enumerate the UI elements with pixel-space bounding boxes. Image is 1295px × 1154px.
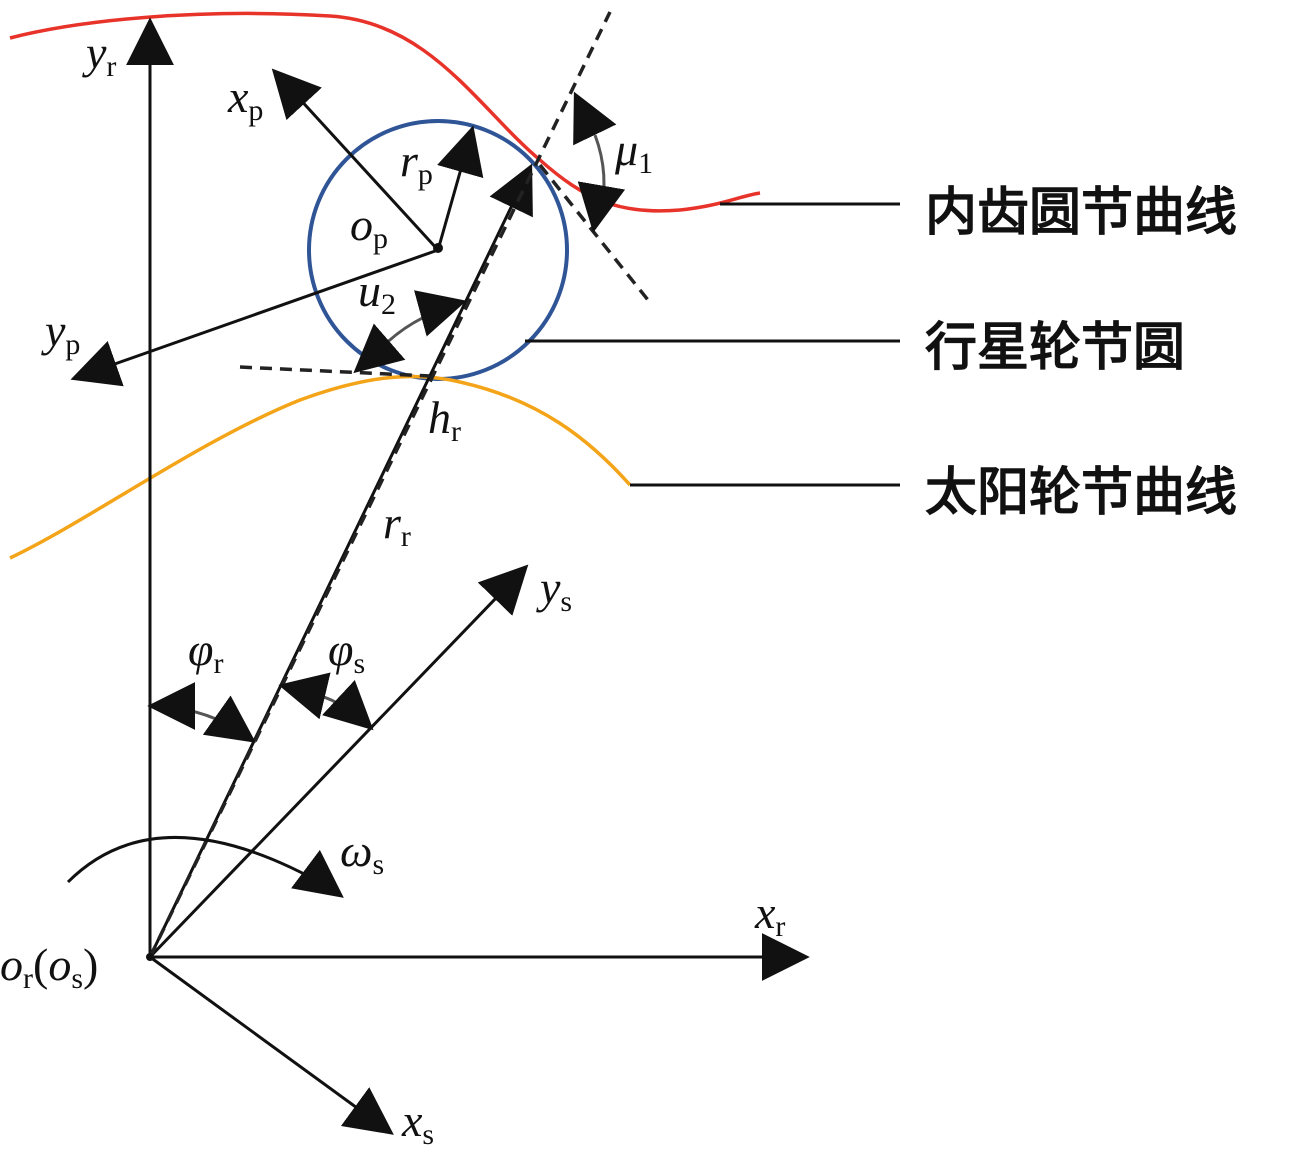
label-mu1: μ1: [614, 124, 653, 180]
ys-axis: [148, 564, 529, 959]
label-origin: or(os): [0, 939, 98, 995]
legend-planet-circle: 行星轮节圆: [925, 318, 1185, 378]
sun-tangent-line: [239, 365, 431, 378]
rp-vector: [436, 125, 484, 251]
ring-tangent-line: [538, 163, 650, 302]
xs-axis: [149, 955, 394, 1135]
origin-point: [146, 953, 154, 961]
label-xp: xp: [227, 71, 263, 127]
legend-sun-curve: 太阳轮节曲线: [925, 463, 1237, 523]
label-ys: ys: [536, 562, 572, 618]
yp-axis: [70, 248, 439, 387]
label-hr: hr: [428, 392, 461, 448]
phi-r-arrow-right: [202, 695, 256, 743]
label-yr: yr: [82, 27, 116, 83]
phi-s-arrow-left: [278, 672, 331, 720]
dashed-center-line: [148, 11, 612, 958]
omega-s-arc: [66, 836, 331, 890]
label-op: op: [350, 199, 388, 255]
legend-ring-curve: 内齿圆节曲线: [925, 183, 1237, 243]
label-xr: xr: [754, 887, 785, 943]
mu1-arrow-top: [573, 91, 617, 146]
u2-arrow-right: [414, 290, 467, 337]
sun-pitch-curve: [9, 374, 632, 560]
phi-r-arc: [159, 704, 246, 737]
label-rr: rr: [383, 497, 411, 553]
label-omega-s: ωs: [340, 825, 384, 881]
label-phi-s: φs: [328, 624, 365, 680]
ring-pitch-curve: [9, 11, 761, 213]
label-rp: rp: [400, 135, 433, 191]
label-xs: xs: [401, 1095, 434, 1151]
phi-s-arrow-right: [322, 679, 374, 731]
planet-center: [433, 243, 443, 253]
label-yp: yp: [41, 305, 80, 361]
mu1-arrow-bottom: [577, 181, 626, 233]
label-phi-r: φr: [188, 624, 223, 680]
omega-s-arrow: [291, 849, 344, 898]
mu1-arc: [593, 134, 606, 216]
xp-axis: [271, 68, 440, 252]
label-u2: u2: [358, 265, 396, 321]
u2-arrow-left: [353, 323, 406, 374]
phi-s-arc: [289, 686, 367, 724]
